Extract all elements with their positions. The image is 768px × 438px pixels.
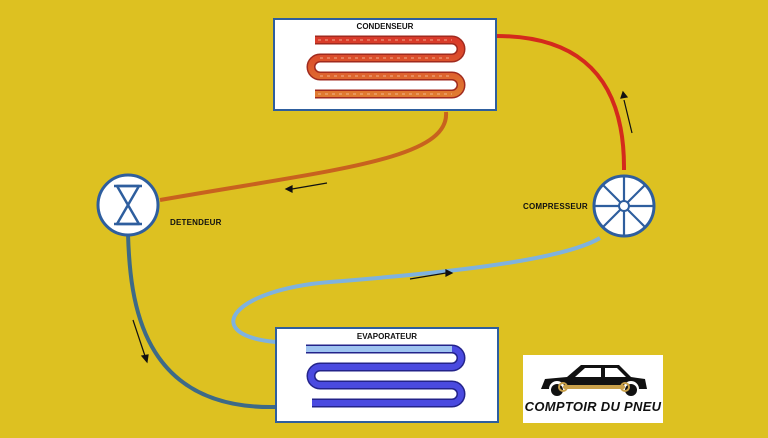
evaporator-label: EVAPORATEUR: [356, 332, 418, 341]
detendeur-label: DETENDEUR: [170, 218, 222, 227]
pipe-detendeur-to-evaporator: [126, 233, 277, 410]
logo-text: COMPTOIR DU PNEU: [524, 399, 662, 414]
pipe-condenser-to-detendeur: [159, 111, 449, 202]
pipe-compressor-to-condenser: [495, 34, 627, 171]
flow-arrow-left: [284, 182, 328, 193]
car-icon: [541, 365, 647, 396]
hourglass-icon: [96, 173, 160, 237]
flow-arrow-up: [620, 90, 633, 134]
compressor-label: COMPRESSEUR: [523, 202, 588, 211]
pipe-evaporator-to-compressor: [231, 236, 602, 344]
logo: COMPTOIR DU PNEU: [523, 355, 663, 423]
flow-arrow-right: [409, 269, 454, 280]
condenser-coil: [306, 35, 466, 99]
fan-wheel-icon: [592, 174, 656, 238]
flow-arrow-down: [132, 319, 149, 364]
evaporator-coil: [306, 344, 466, 408]
condenser-label: CONDENSEUR: [356, 22, 414, 31]
